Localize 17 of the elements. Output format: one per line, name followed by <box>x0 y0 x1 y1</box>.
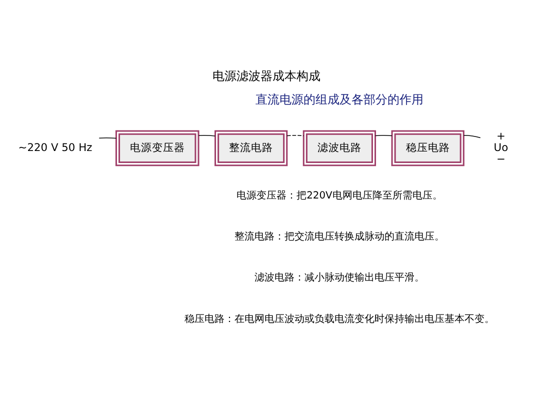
node-box: 整流电路 <box>214 130 288 166</box>
connector <box>286 134 304 136</box>
node-box: 电源变压器 <box>115 130 200 166</box>
node-box: 稳压电路 <box>391 130 464 166</box>
connector <box>98 138 117 139</box>
label: 整流电路：把交流电压转换成脉动的直流电压。 <box>234 232 444 243</box>
label: 直流电源的组成及各部分的作用 <box>255 92 424 106</box>
label: 电源变压器：把220V电网电压降至所需电压。 <box>236 190 442 202</box>
diagram-title: 电源滤波器成本构成 <box>212 68 320 83</box>
label: 滤波电路：减小脉动使输出电压平滑。 <box>254 272 424 284</box>
label: 稳压电路：在电网电压波动或负载电流变化时保持输出电压基本不变。 <box>184 314 494 325</box>
connector <box>374 134 392 136</box>
connector <box>198 134 216 136</box>
node-text: ~220 V 50 Hz <box>18 141 92 154</box>
node-box: 滤波电路 <box>302 130 376 166</box>
node-text: + Uo − <box>494 130 508 166</box>
connector <box>463 134 481 138</box>
